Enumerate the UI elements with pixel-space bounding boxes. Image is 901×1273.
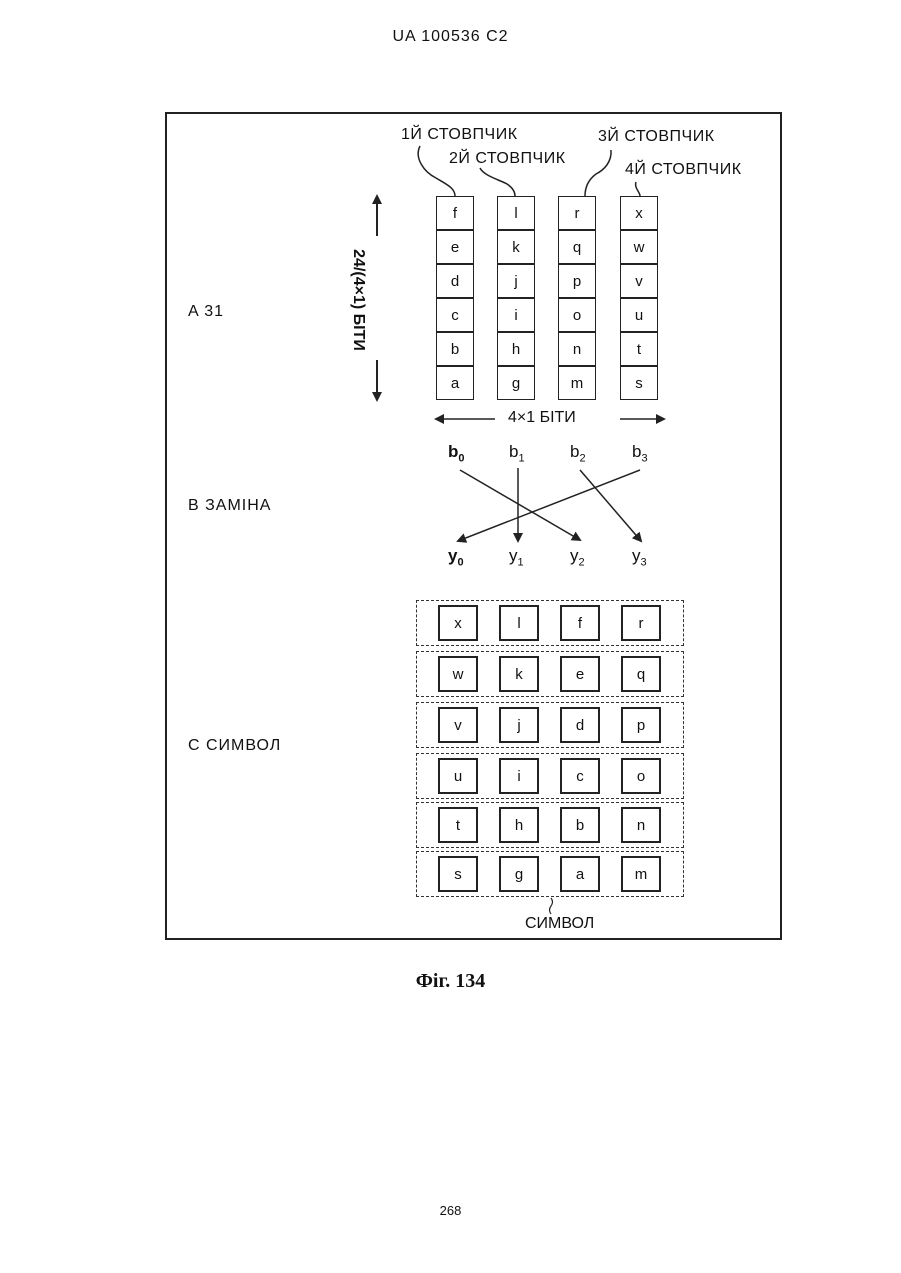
bit-cell: f (436, 196, 474, 230)
symbol-cell: w (438, 656, 478, 692)
input-bit-index: 2 (579, 452, 585, 464)
output-bit-index: 0 (457, 556, 463, 568)
bit-cell: o (558, 298, 596, 332)
symbol-cell: k (499, 656, 539, 692)
output-bit-index: 3 (641, 556, 647, 568)
output-bit-y0: y0 (448, 546, 464, 568)
input-bit-index: 3 (641, 452, 647, 464)
bit-cell: u (620, 298, 658, 332)
arrow-b3-y0 (458, 470, 640, 541)
output-bit-y2: y2 (570, 546, 585, 568)
symbol-cell: s (438, 856, 478, 892)
bit-cell: i (497, 298, 535, 332)
symbol-row: t h b n (416, 802, 684, 848)
bit-cell: h (497, 332, 535, 366)
symbol-cell: m (621, 856, 661, 892)
input-bit-b2: b2 (570, 442, 586, 464)
symbol-cell: a (560, 856, 600, 892)
symbol-cell: c (560, 758, 600, 794)
bit-column-1: f e d c b a (436, 196, 474, 400)
input-bit-b1: b1 (509, 442, 525, 464)
symbol-cell: g (499, 856, 539, 892)
bit-column-2: l k j i h g (497, 196, 535, 400)
bit-cell: b (436, 332, 474, 366)
symbol-row: x l f r (416, 600, 684, 646)
bit-cell: v (620, 264, 658, 298)
bit-cell: s (620, 366, 658, 400)
bit-cell: g (497, 366, 535, 400)
bit-cell: j (497, 264, 535, 298)
output-bit-base: y (570, 546, 579, 565)
symbol-cell: p (621, 707, 661, 743)
input-bit-b3: b3 (632, 442, 648, 464)
page-number: 268 (0, 1203, 901, 1218)
output-bit-index: 1 (518, 556, 524, 568)
input-bit-index: 0 (458, 452, 464, 464)
output-bit-base: y (509, 546, 518, 565)
leader-line-4 (636, 182, 640, 196)
symbol-cell: j (499, 707, 539, 743)
bit-cell: k (497, 230, 535, 264)
horizontal-dimension-label: 4×1 БІТИ (508, 409, 576, 427)
symbol-cell: b (560, 807, 600, 843)
symbol-cell: q (621, 656, 661, 692)
symbol-cell: i (499, 758, 539, 794)
input-bit-index: 1 (518, 452, 524, 464)
arrow-b0-y2 (460, 470, 580, 540)
symbol-cell: n (621, 807, 661, 843)
output-bit-y3: y3 (632, 546, 647, 568)
bit-cell: w (620, 230, 658, 264)
symbol-cell: o (621, 758, 661, 794)
bit-column-3: r q p o n m (558, 196, 596, 400)
symbol-cell: l (499, 605, 539, 641)
bit-cell: p (558, 264, 596, 298)
symbol-cell: e (560, 656, 600, 692)
leader-line-2 (480, 168, 515, 196)
symbol-cell: u (438, 758, 478, 794)
symbol-cell: d (560, 707, 600, 743)
bit-cell: x (620, 196, 658, 230)
symbol-label: СИМВОЛ (525, 915, 594, 933)
symbol-cell: x (438, 605, 478, 641)
output-bit-base: y (632, 546, 641, 565)
symbol-cell: v (438, 707, 478, 743)
leader-line-1 (418, 146, 455, 196)
input-bit-b0: b0 (448, 442, 465, 464)
bit-column-4: x w v u t s (620, 196, 658, 400)
leader-line-3 (585, 150, 611, 196)
symbol-cell: f (560, 605, 600, 641)
input-bit-base: b (448, 442, 458, 461)
bit-cell: l (497, 196, 535, 230)
symbol-row: u i c o (416, 753, 684, 799)
bit-cell: r (558, 196, 596, 230)
symbol-row: s g a m (416, 851, 684, 897)
symbol-cell: h (499, 807, 539, 843)
bit-cell: d (436, 264, 474, 298)
output-bit-y1: y1 (509, 546, 524, 568)
figure-caption: Фіг. 134 (0, 970, 901, 993)
symbol-cell: r (621, 605, 661, 641)
symbol-brace (550, 898, 553, 914)
section-b-label: B ЗАМІНА (188, 497, 271, 515)
output-bit-index: 2 (579, 556, 585, 568)
bit-cell: t (620, 332, 658, 366)
bit-cell: m (558, 366, 596, 400)
section-c-label: C СИМВОЛ (188, 737, 281, 755)
bit-cell: q (558, 230, 596, 264)
symbol-row: w k e q (416, 651, 684, 697)
bit-cell: a (436, 366, 474, 400)
arrow-b2-y3 (580, 470, 641, 541)
vertical-dimension-label: 24/(4×1) БІТИ (349, 249, 367, 351)
symbol-cell: t (438, 807, 478, 843)
bit-cell: e (436, 230, 474, 264)
bit-cell: c (436, 298, 474, 332)
symbol-row: v j d p (416, 702, 684, 748)
bit-cell: n (558, 332, 596, 366)
